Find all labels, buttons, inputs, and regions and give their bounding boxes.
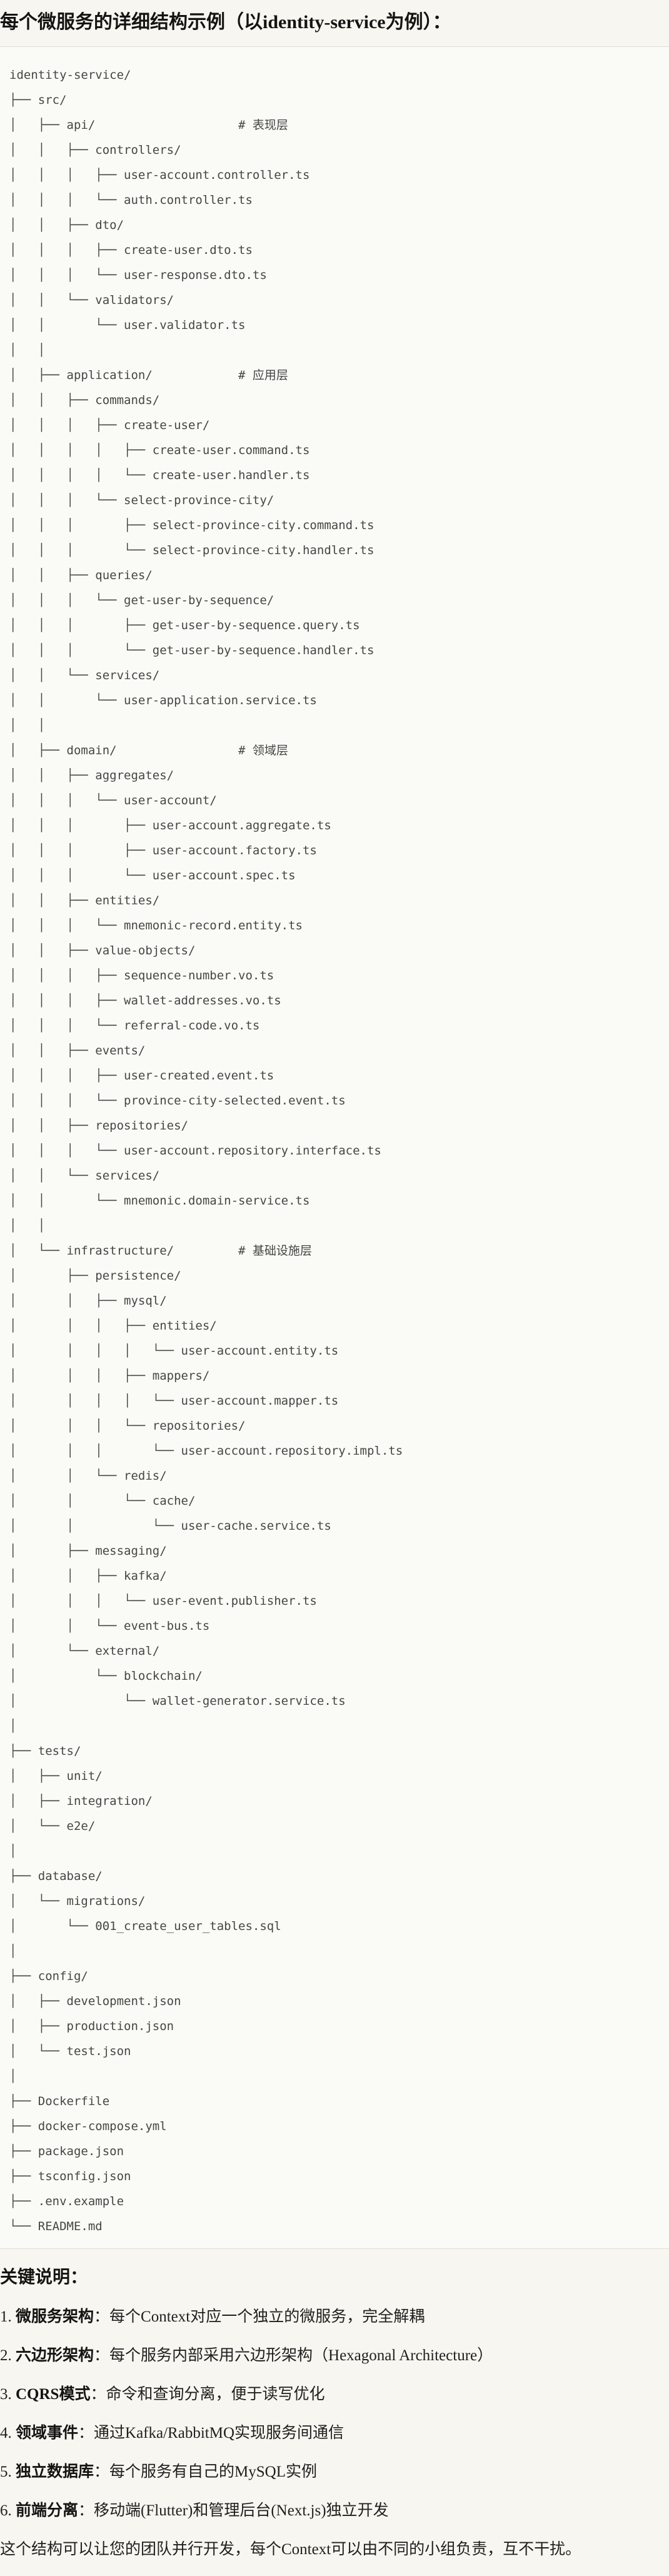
note-label: 独立数据库 [16, 2463, 94, 2480]
note-description: 每个Context对应一个独立的微服务，完全解耦 [109, 2308, 425, 2325]
note-description: 移动端(Flutter)和管理后台(Next.js)独立开发 [94, 2502, 389, 2519]
note-description: 每个服务内部采用六边形架构（Hexagonal Architecture） [109, 2347, 493, 2364]
note-item: 5. 独立数据库：每个服务有自己的MySQL实例 [0, 2462, 668, 2482]
note-separator: ： [78, 2502, 94, 2519]
note-description: 每个服务有自己的MySQL实例 [109, 2463, 317, 2480]
closing-paragraph: 这个结构可以让您的团队并行开发，每个Context可以由不同的小组负责，互不干扰… [0, 2541, 581, 2558]
note-number: 1. [0, 2308, 16, 2325]
note-separator: ： [78, 2425, 94, 2442]
note-number: 3. [0, 2386, 16, 2403]
document-page: 每个微服务的详细结构示例（以identity-service为例）： ident… [0, 10, 669, 2576]
note-number: 2. [0, 2347, 16, 2364]
note-separator: ： [94, 2308, 110, 2325]
note-label: 领域事件 [16, 2425, 79, 2442]
note-item: 1. 微服务架构：每个Context对应一个独立的微服务，完全解耦 [0, 2306, 668, 2327]
note-item: 6. 前端分离：移动端(Flutter)和管理后台(Next.js)独立开发 [0, 2500, 668, 2521]
note-label: CQRS模式 [16, 2386, 91, 2403]
notes-title: 关键说明： [0, 2268, 88, 2287]
note-number: 4. [0, 2425, 16, 2442]
note-description: 通过Kafka/RabbitMQ实现服务间通信 [94, 2425, 344, 2442]
note-separator: ： [94, 2347, 110, 2364]
note-number: 5. [0, 2463, 16, 2480]
note-label: 前端分离 [16, 2502, 79, 2519]
note-separator: ： [90, 2386, 106, 2403]
note-label: 微服务架构 [16, 2308, 94, 2325]
note-number: 6. [0, 2502, 16, 2519]
directory-tree: identity-service/ ├── src/ │ ├── api/ # … [9, 68, 403, 2233]
note-separator: ： [94, 2463, 110, 2480]
note-item: 3. CQRS模式：命令和查询分离，便于读写优化 [0, 2384, 668, 2405]
page-title: 每个微服务的详细结构示例（以identity-service为例）： [0, 12, 451, 33]
note-description: 命令和查询分离，便于读写优化 [106, 2386, 325, 2403]
note-item: 2. 六边形架构：每个服务内部采用六边形架构（Hexagonal Archite… [0, 2345, 668, 2366]
note-item: 4. 领域事件：通过Kafka/RabbitMQ实现服务间通信 [0, 2423, 668, 2443]
note-label: 六边形架构 [16, 2347, 94, 2364]
code-block: identity-service/ ├── src/ │ ├── api/ # … [0, 46, 669, 2249]
